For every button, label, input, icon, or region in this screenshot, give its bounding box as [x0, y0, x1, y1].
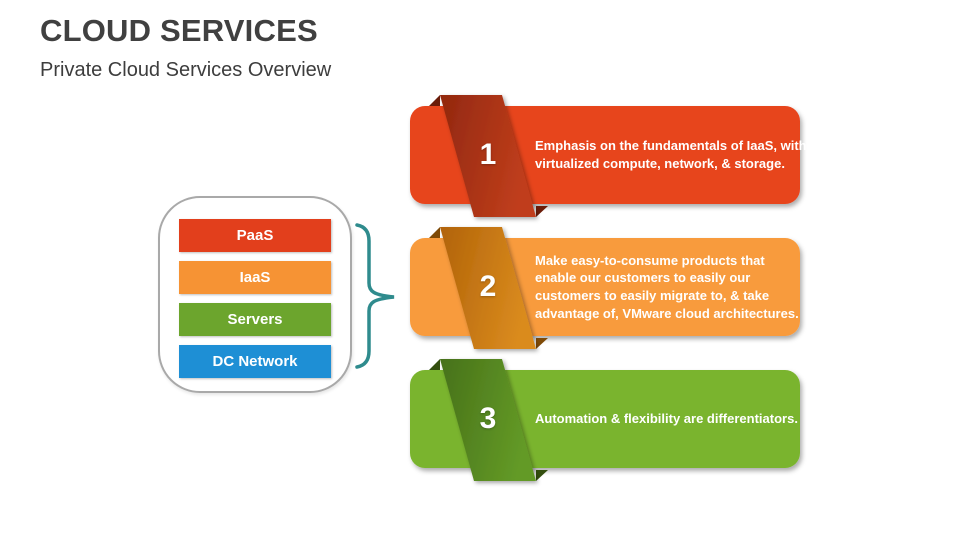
ribbon-2-fold-top — [429, 227, 440, 238]
page-subtitle: Private Cloud Services Overview — [40, 59, 332, 81]
point-3-number: 3 — [479, 402, 497, 435]
ribbon-2 — [440, 227, 536, 349]
ribbon-2-fold-bottom — [536, 338, 548, 349]
stack-bar-dc-network: DC Network — [179, 345, 331, 378]
point-1-number: 1 — [479, 138, 497, 171]
point-2-text: Make easy-to-consume products that enabl… — [535, 238, 807, 336]
stack-bar-iaas: IaaS — [179, 261, 331, 294]
ribbon-3-fold-bottom — [536, 470, 548, 481]
ribbon-1 — [440, 95, 536, 217]
point-2-graphic — [410, 227, 800, 349]
ribbon-1-fold-bottom — [536, 206, 548, 217]
page-title: CLOUD SERVICES — [40, 13, 318, 48]
point-1-graphic — [410, 95, 800, 217]
ribbon-3-fold-top — [429, 359, 440, 370]
curly-brace-path — [355, 223, 395, 369]
ribbon-1-fold-top — [429, 95, 440, 106]
point-3-text: Automation & flexibility are differentia… — [535, 370, 807, 468]
point-1-text: Emphasis on the fundamentals of IaaS, wi… — [535, 106, 807, 204]
stack-bar-paas: PaaS — [179, 219, 331, 252]
point-item-1: 1 Emphasis on the fundamentals of IaaS, … — [410, 94, 810, 218]
cloud-stack-box: PaaS IaaS Servers DC Network — [158, 196, 352, 393]
point-2-text-content: Make easy-to-consume products that enabl… — [535, 252, 799, 321]
point-item-3: 3 Automation & flexibility are different… — [410, 358, 810, 482]
point-3-text-content: Automation & flexibility are differentia… — [535, 411, 798, 427]
stack-bar-servers: Servers — [179, 303, 331, 336]
point-2-number: 2 — [479, 270, 497, 303]
point-3-graphic — [410, 359, 800, 481]
ribbon-3 — [440, 359, 536, 481]
curly-brace-connector — [355, 223, 395, 369]
point-item-2: 2 Make easy-to-consume products that ena… — [410, 226, 810, 350]
point-1-text-content: Emphasis on the fundamentals of IaaS, wi… — [535, 138, 807, 171]
